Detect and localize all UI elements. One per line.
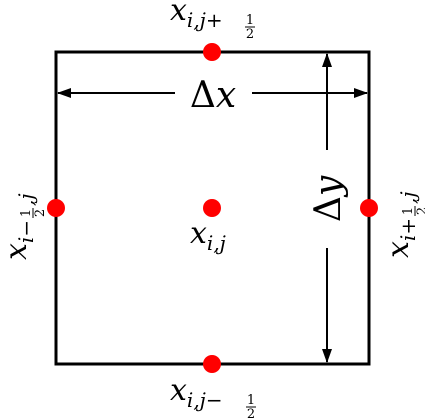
node-left bbox=[47, 199, 65, 217]
svg-text:,j: ,j bbox=[14, 193, 38, 206]
svg-text:2: 2 bbox=[247, 407, 255, 420]
node-center bbox=[203, 199, 221, 217]
top-label: xi,j+ 1 2 bbox=[170, 0, 255, 42]
svg-text:xi,j−: xi,j− bbox=[170, 373, 223, 412]
dy-label: Δy bbox=[308, 175, 349, 222]
svg-text:1: 1 bbox=[246, 13, 254, 28]
bottom-label: xi,j− 1 2 bbox=[170, 373, 256, 420]
svg-text:1: 1 bbox=[401, 207, 416, 215]
svg-text:2: 2 bbox=[415, 207, 425, 215]
svg-text:xi−: xi− bbox=[0, 220, 38, 260]
svg-text:2: 2 bbox=[33, 209, 48, 217]
svg-text:xi,j+: xi,j+ bbox=[170, 0, 223, 32]
node-right bbox=[360, 199, 378, 217]
dx-label: Δx bbox=[190, 75, 236, 116]
svg-text:2: 2 bbox=[246, 27, 254, 42]
left-label: xi− 1 2 ,j bbox=[0, 193, 48, 260]
right-label: xi+ 1 2 ,j bbox=[381, 191, 425, 258]
center-label: xi,j bbox=[190, 216, 226, 255]
svg-text:xi+: xi+ bbox=[381, 218, 420, 258]
svg-text:1: 1 bbox=[19, 209, 34, 217]
node-top bbox=[203, 43, 221, 61]
svg-text:,j: ,j bbox=[396, 191, 420, 204]
node-bottom bbox=[203, 355, 221, 373]
svg-text:1: 1 bbox=[247, 393, 255, 408]
